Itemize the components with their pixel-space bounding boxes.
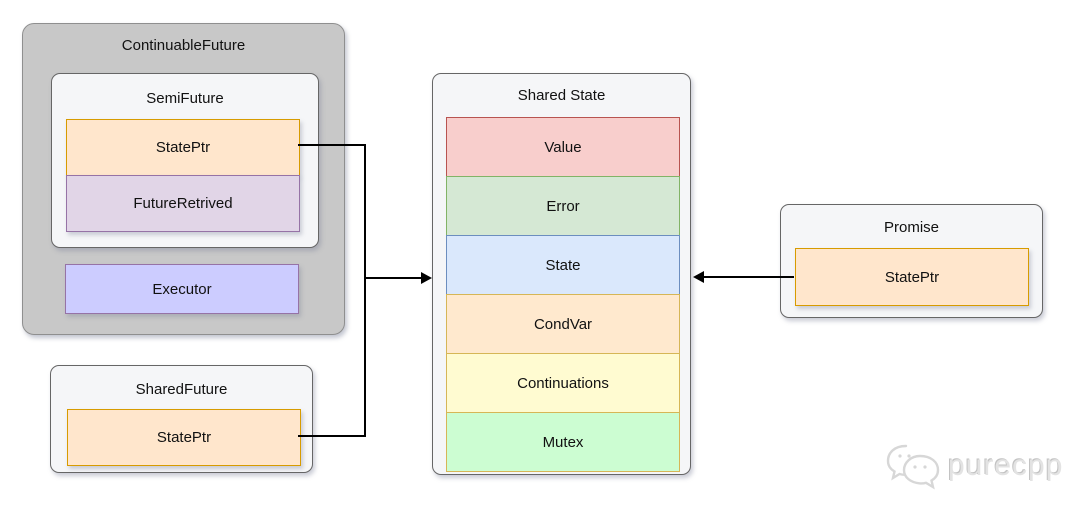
semi-future-futureretrived: FutureRetrived	[66, 175, 300, 232]
connector-to-shared-state	[364, 277, 422, 279]
arrowhead-into-shared-state-right-icon	[693, 271, 704, 283]
semi-future-box: SemiFuture StatePtr FutureRetrived	[51, 73, 319, 248]
shared-state-row-state: State	[446, 235, 680, 295]
shared-state-row-mutex: Mutex	[446, 412, 680, 472]
executor-box: Executor	[65, 264, 299, 314]
shared-state-title: Shared State	[517, 87, 606, 104]
promise-title: Promise	[883, 219, 939, 236]
shared-state-box: Shared State Value Error State CondVar C…	[432, 73, 691, 475]
purecpp-watermark-text: purecpp	[948, 449, 1064, 482]
semi-future-stateptr: StatePtr	[66, 119, 300, 176]
purecpp-watermark: purecpp	[884, 440, 1063, 492]
promise-stateptr: StatePtr	[795, 248, 1029, 306]
connector-semifuture-stateptr-h	[298, 144, 366, 146]
shared-state-row-error: Error	[446, 176, 680, 236]
arrowhead-into-shared-state-icon	[421, 272, 432, 284]
shared-future-stateptr: StatePtr	[67, 409, 301, 466]
continuable-future-box: ContinuableFuture SemiFuture StatePtr Fu…	[22, 23, 345, 335]
semi-future-title: SemiFuture	[146, 90, 224, 107]
connector-futures-vertical	[364, 144, 366, 437]
continuable-future-title: ContinuableFuture	[121, 37, 246, 54]
shared-state-row-continuations: Continuations	[446, 353, 680, 413]
shared-future-box: SharedFuture StatePtr	[50, 365, 313, 473]
shared-future-title: SharedFuture	[135, 381, 228, 398]
shared-state-rows: Value Error State CondVar Continuations …	[446, 117, 680, 472]
promise-box: Promise StatePtr	[780, 204, 1043, 318]
wechat-logo-icon	[886, 444, 940, 490]
shared-state-row-value: Value	[446, 117, 680, 177]
connector-sharedfuture-stateptr-h	[298, 435, 366, 437]
connector-promise-to-shared-state	[702, 276, 794, 278]
shared-state-row-condvar: CondVar	[446, 294, 680, 354]
